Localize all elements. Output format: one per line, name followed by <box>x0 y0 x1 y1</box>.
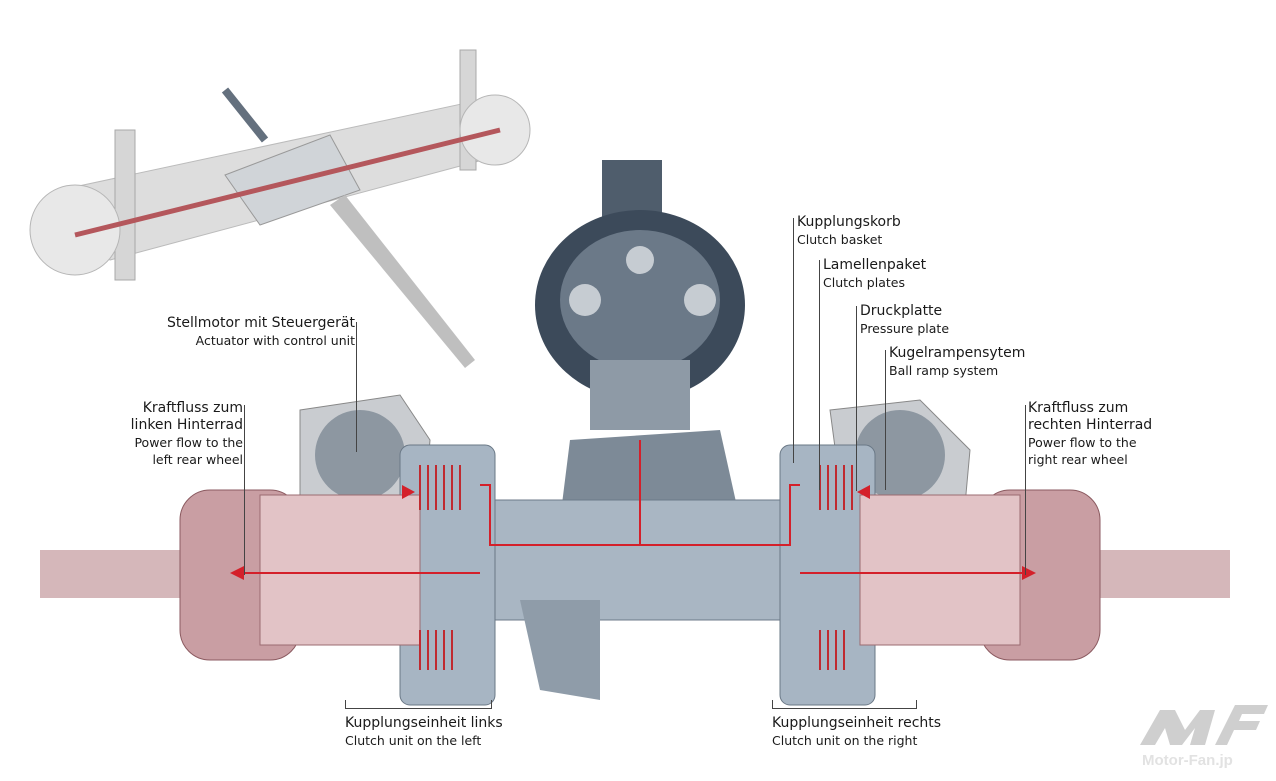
arrow-actuator-right-icon <box>857 485 870 499</box>
label-de: Lamellenpaket <box>823 257 927 273</box>
label-de: Kupplungskorb <box>797 214 901 230</box>
axle-overview-inset <box>29 49 531 368</box>
label-ball-ramp: Kugelrampensytem Ball ramp system <box>889 345 1025 379</box>
leader-line <box>819 260 820 490</box>
label-en: Clutch basket <box>797 232 883 247</box>
leader-line <box>356 322 357 452</box>
label-en: Clutch unit on the right <box>772 733 918 748</box>
label-en: Actuator with control unit <box>195 333 355 348</box>
label-de: Stellmotor mit Steuergerät <box>166 315 355 331</box>
label-de: rechten Hinterrad <box>1028 417 1153 433</box>
label-en: Clutch unit on the left <box>345 733 482 748</box>
leader-line <box>244 405 245 575</box>
label-en: right rear wheel <box>1028 452 1128 467</box>
label-pressure-plate: Druckplatte Pressure plate <box>860 303 949 337</box>
arrow-left-icon <box>230 566 244 580</box>
bracket-left <box>345 700 492 709</box>
arrow-actuator-left-icon <box>402 485 415 499</box>
label-de: Druckplatte <box>860 303 943 319</box>
label-actuator: Stellmotor mit Steuergerät Actuator with… <box>167 315 355 349</box>
label-de: linken Hinterrad <box>130 417 243 433</box>
label-en: Pressure plate <box>860 321 950 336</box>
label-en: left rear wheel <box>152 452 243 467</box>
label-en: Ball ramp system <box>889 363 999 378</box>
label-unit-right: Kupplungseinheit rechts Clutch unit on t… <box>772 715 941 749</box>
label-de: Kugelrampensytem <box>889 345 1026 361</box>
leader-line <box>1025 405 1026 575</box>
label-de: Kupplungseinheit links <box>345 715 503 731</box>
label-clutch-plates: Lamellenpaket Clutch plates <box>823 257 926 291</box>
label-de: Kraftfluss zum <box>142 400 243 416</box>
label-clutch-basket: Kupplungskorb Clutch basket <box>797 214 901 248</box>
watermark-text: Motor-Fan.jp <box>1142 752 1233 769</box>
label-de: Kraftfluss zum <box>1028 400 1129 416</box>
label-unit-left: Kupplungseinheit links Clutch unit on th… <box>345 715 503 749</box>
label-en: Power flow to the <box>134 435 243 450</box>
watermark-logo <box>1140 705 1268 745</box>
label-flow-right: Kraftfluss zum rechten Hinterrad Power f… <box>1028 400 1152 468</box>
right-clutch-unit <box>779 399 1101 706</box>
pinion-flange <box>535 160 745 520</box>
left-clutch-unit <box>179 394 496 706</box>
leader-line <box>793 218 794 463</box>
bracket-right <box>772 700 917 709</box>
label-de: Kupplungseinheit rechts <box>772 715 942 731</box>
label-en: Clutch plates <box>823 275 905 290</box>
leader-line <box>885 350 886 490</box>
label-flow-left: Kraftfluss zum linken Hinterrad Power fl… <box>131 400 243 468</box>
leader-line <box>856 306 857 491</box>
power-flow-path <box>240 440 1025 574</box>
label-en: Power flow to the <box>1028 435 1137 450</box>
